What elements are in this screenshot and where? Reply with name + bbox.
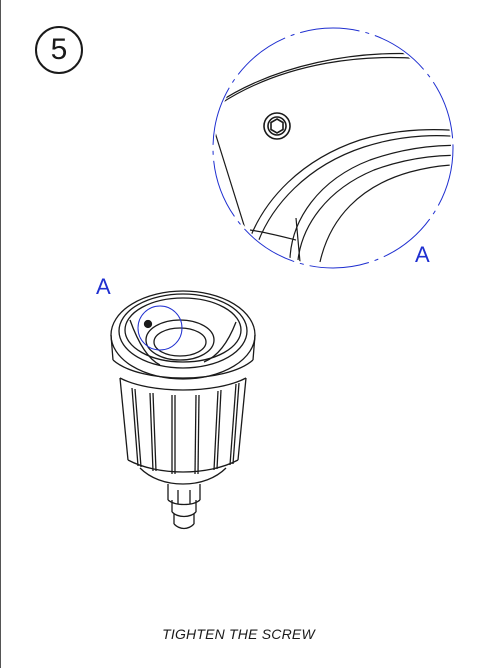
detail-callout-label: A [415, 242, 430, 267]
step-number-badge: 5 [35, 26, 83, 74]
detail-callout-circle [212, 27, 454, 269]
grip-ribs [131, 382, 240, 475]
hex-nut [167, 484, 201, 530]
fitting-body [110, 290, 256, 530]
main-callout-label: A [96, 274, 111, 299]
rim-screw [143, 319, 153, 329]
hex-socket-screw-icon [263, 112, 291, 140]
detail-view [212, 27, 454, 269]
step-number: 5 [50, 33, 68, 66]
main-callout-circle [137, 305, 183, 351]
instruction-caption: TIGHTEN THE SCREW [162, 626, 315, 642]
detail-housing-edge [215, 109, 249, 239]
